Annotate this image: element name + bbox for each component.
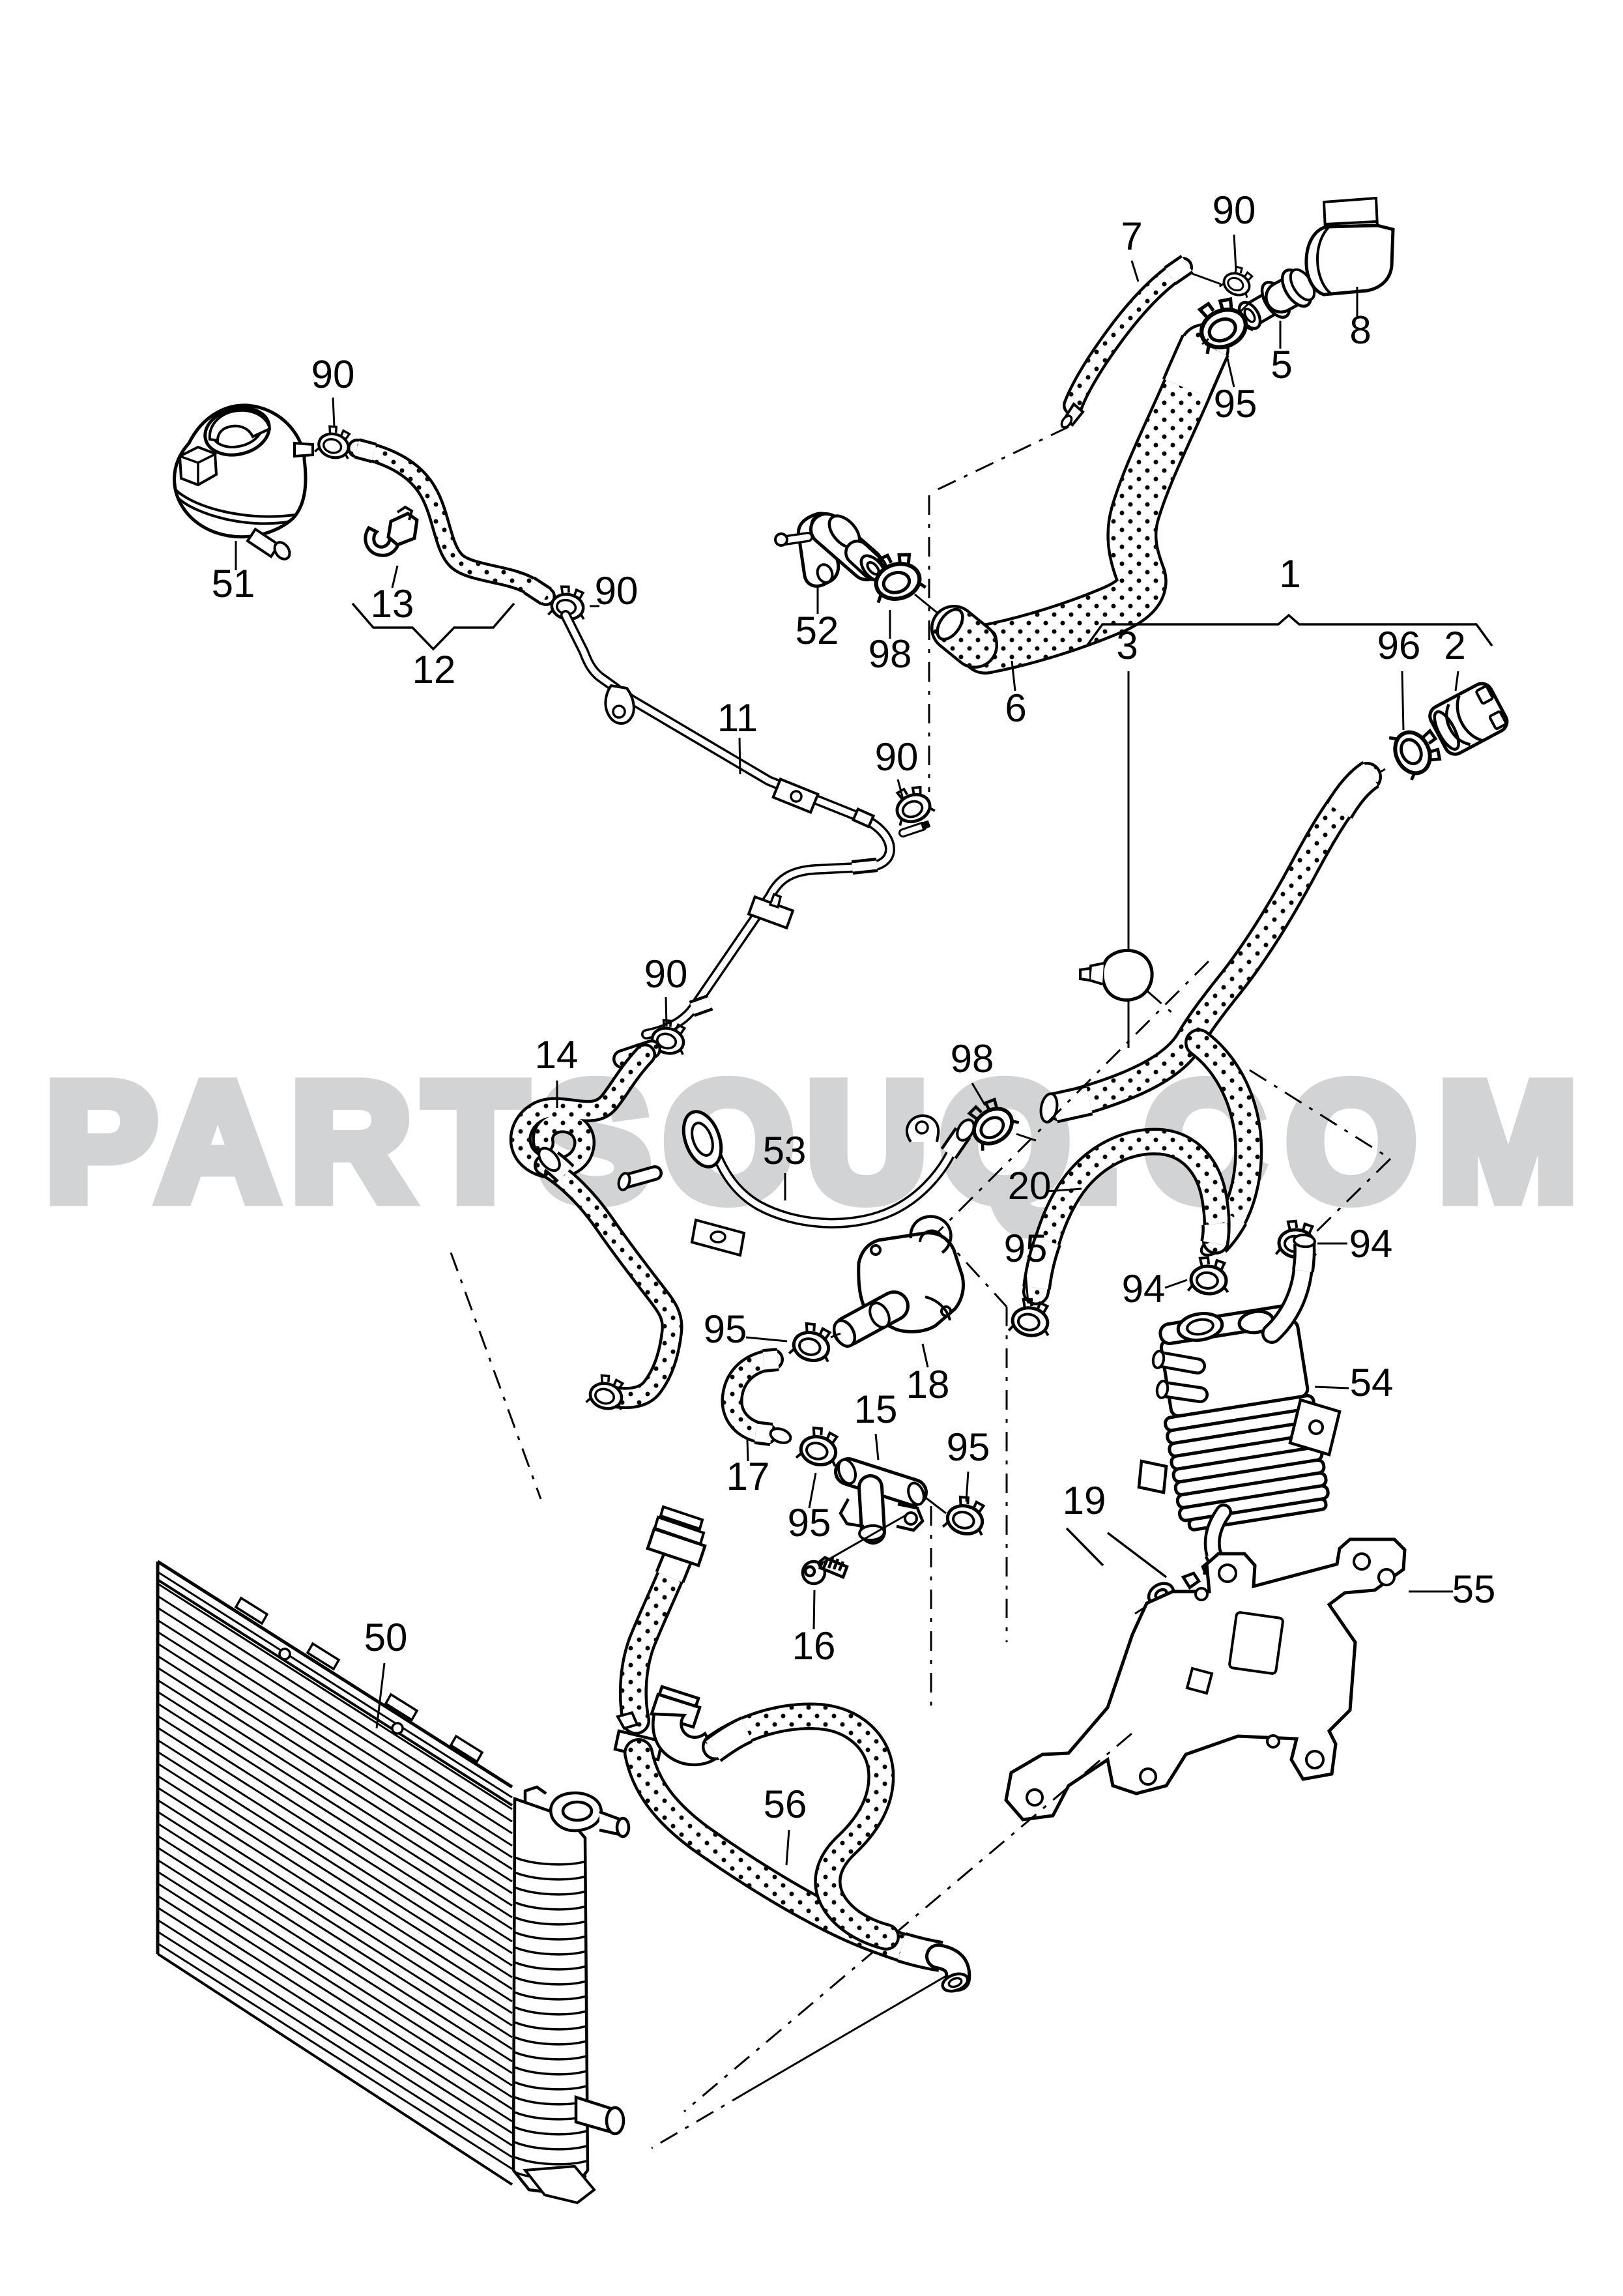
svg-text:11: 11 [717, 696, 758, 740]
svg-text:8: 8 [1349, 308, 1371, 352]
svg-text:98: 98 [951, 1037, 994, 1081]
svg-text:94: 94 [1349, 1222, 1393, 1266]
svg-text:20: 20 [1008, 1164, 1052, 1208]
svg-text:13: 13 [371, 582, 414, 626]
svg-text:51: 51 [212, 562, 255, 605]
svg-text:94: 94 [1122, 1267, 1166, 1311]
svg-text:98: 98 [869, 632, 912, 676]
svg-text:55: 55 [1452, 1567, 1496, 1611]
svg-text:96: 96 [1377, 624, 1421, 667]
svg-text:95: 95 [1004, 1227, 1048, 1270]
svg-text:12: 12 [412, 648, 456, 691]
svg-text:95: 95 [947, 1425, 990, 1469]
svg-text:50: 50 [364, 1616, 408, 1659]
svg-text:1: 1 [1279, 552, 1300, 596]
svg-text:90: 90 [875, 735, 919, 779]
svg-text:90: 90 [311, 353, 355, 396]
svg-text:5: 5 [1271, 343, 1292, 386]
svg-text:19: 19 [1063, 1479, 1106, 1522]
svg-text:90: 90 [1213, 188, 1256, 232]
svg-text:18: 18 [906, 1363, 950, 1406]
svg-text:6: 6 [1005, 686, 1026, 730]
svg-text:95: 95 [704, 1307, 747, 1351]
svg-text:90: 90 [644, 952, 688, 996]
svg-text:14: 14 [535, 1033, 579, 1077]
svg-text:95: 95 [788, 1501, 831, 1545]
svg-text:15: 15 [854, 1388, 898, 1431]
svg-text:17: 17 [726, 1455, 770, 1498]
svg-text:90: 90 [595, 569, 639, 613]
svg-text:3: 3 [1116, 624, 1138, 667]
svg-text:52: 52 [796, 609, 839, 652]
svg-text:95: 95 [1214, 382, 1257, 426]
svg-text:56: 56 [764, 1782, 807, 1826]
svg-text:54: 54 [1350, 1361, 1394, 1404]
svg-text:53: 53 [763, 1129, 807, 1172]
svg-text:16: 16 [792, 1624, 836, 1668]
svg-text:7: 7 [1121, 214, 1142, 258]
svg-text:2: 2 [1444, 624, 1465, 667]
